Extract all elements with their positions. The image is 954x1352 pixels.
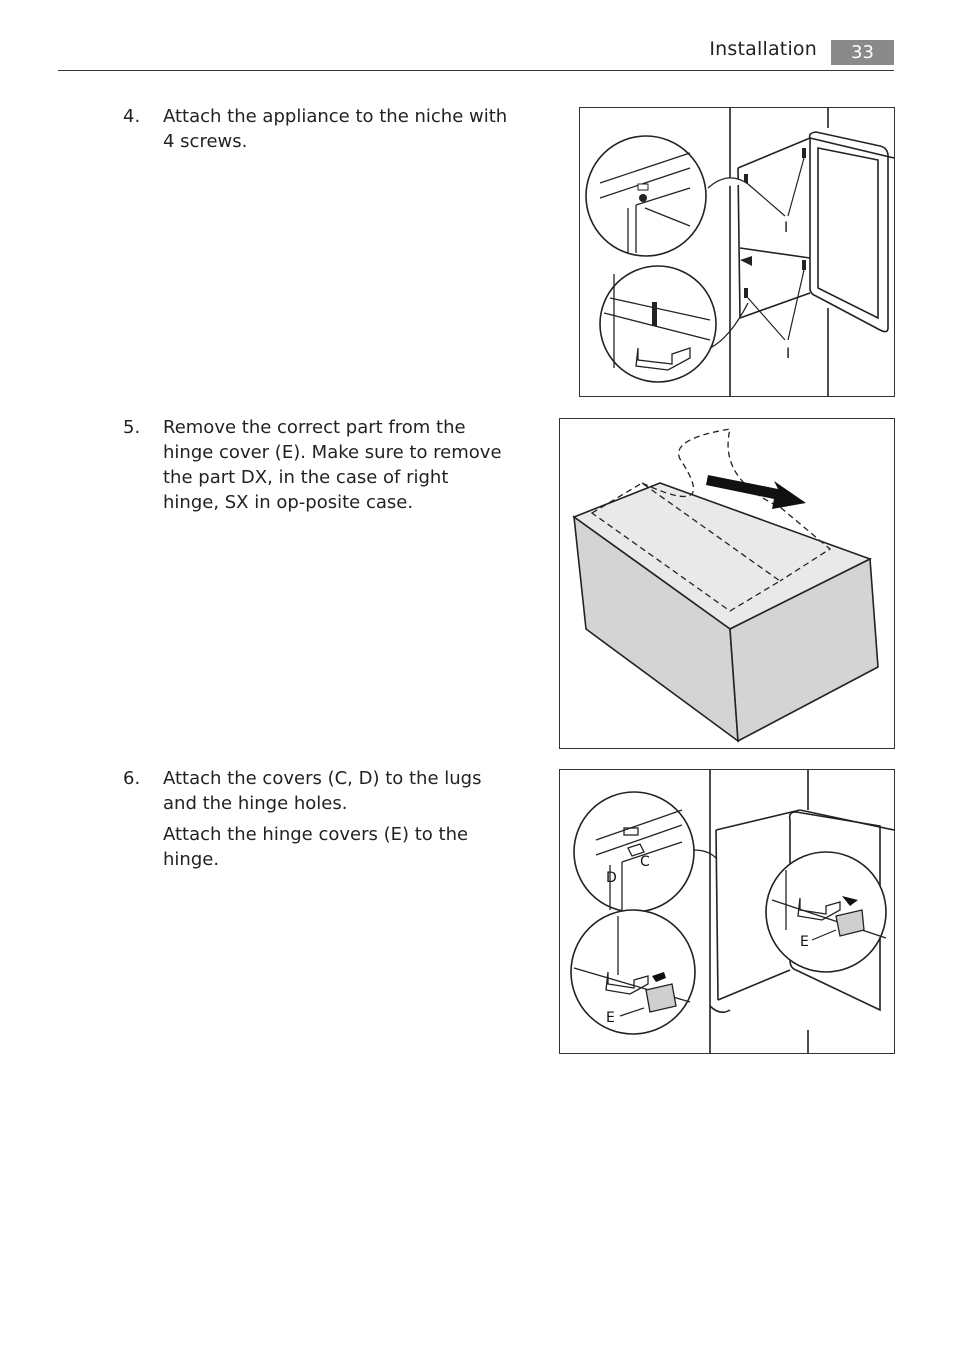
- step-number: 5.: [123, 417, 141, 438]
- step-6: 6. Attach the covers (C, D) to the lugs …: [123, 766, 513, 878]
- label-e-left: E: [606, 1010, 615, 1026]
- label-i-bottom: I: [786, 346, 790, 362]
- step-text: Attach the hinge covers (E) to the hinge…: [163, 824, 469, 870]
- label-e-right: E: [800, 934, 809, 950]
- hinge-cover-illustration: [572, 428, 879, 743]
- label-c: C: [640, 854, 650, 870]
- section-title: Installation: [709, 38, 817, 60]
- figure-hinge-cover: [559, 418, 895, 749]
- label-i-top: I: [784, 220, 788, 236]
- step-text: Attach the appliance to the niche with 4…: [163, 106, 508, 152]
- page-number: 33: [831, 40, 894, 65]
- label-d: D: [606, 870, 617, 886]
- step-text: Remove the correct part from the hinge c…: [163, 417, 502, 513]
- step-number: 6.: [123, 768, 141, 789]
- screws-illustration: I I: [585, 108, 894, 396]
- step-5: 5. Remove the correct part from the hing…: [123, 415, 503, 521]
- figure-screws: I I: [579, 107, 895, 397]
- covers-illustration: C D E E: [570, 770, 894, 1053]
- step-text: Attach the covers (C, D) to the lugs and…: [163, 768, 482, 814]
- figure-covers: C D E E: [559, 769, 895, 1054]
- header-rule: [58, 70, 894, 71]
- step-number: 4.: [123, 106, 141, 127]
- step-4: 4. Attach the appliance to the niche wit…: [123, 104, 513, 160]
